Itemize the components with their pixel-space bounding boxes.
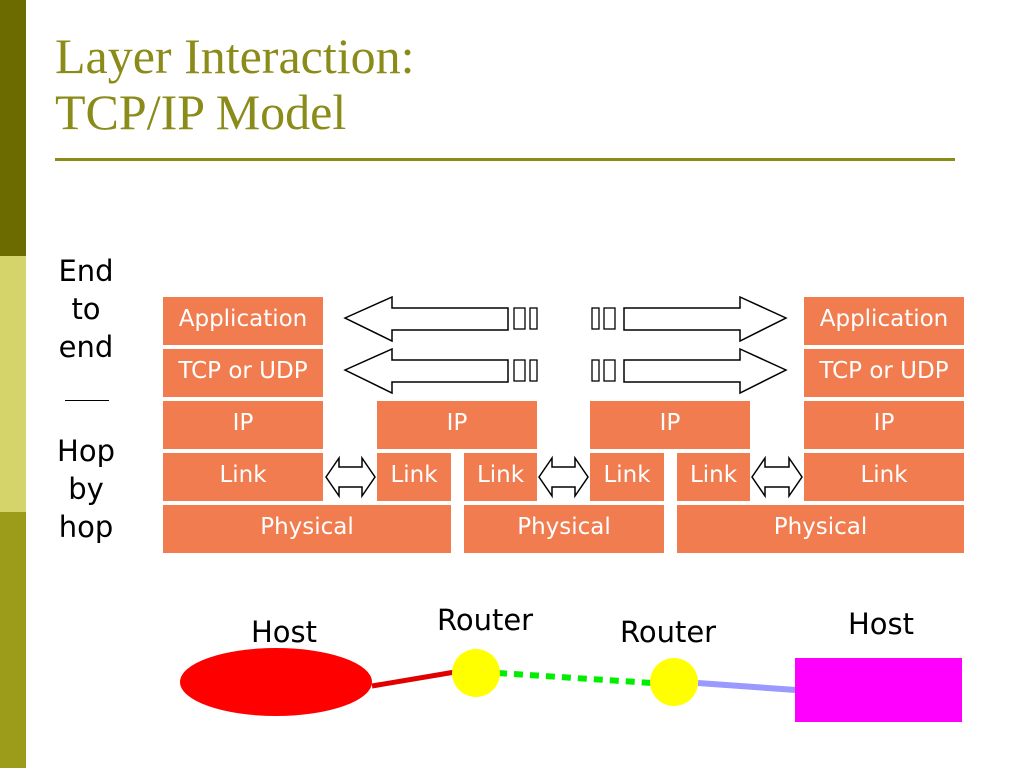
right-host-label: Host — [848, 607, 915, 641]
gap-marker-tcp-right — [591, 359, 616, 382]
router1-label: Router — [437, 603, 534, 637]
right-ip-layer: IP — [804, 401, 964, 449]
green-dotted-link — [497, 670, 653, 686]
left-link-layer: Link — [163, 453, 323, 501]
link-arrow-host-router1 — [325, 455, 376, 499]
router2-link-right: Link — [677, 453, 750, 501]
transport-arrow-right — [623, 347, 788, 395]
right-host-node — [795, 658, 962, 722]
slide-title: Layer Interaction: TCP/IP Model — [55, 28, 415, 140]
sidebar-band-mid — [0, 512, 26, 768]
sidebar-band-dark — [0, 0, 26, 256]
router2-link-left: Link — [590, 453, 664, 501]
title-underline — [55, 158, 955, 161]
application-arrow-right — [623, 295, 788, 343]
sidebar-band-light — [0, 256, 26, 512]
right-application-layer: Application — [804, 297, 964, 345]
right-link-layer: Link — [804, 453, 964, 501]
gap-marker-app-left — [513, 307, 538, 330]
left-transport-layer: TCP or UDP — [163, 349, 323, 397]
router2-ip-layer: IP — [590, 401, 750, 449]
link-arrow-router2-host — [751, 455, 803, 499]
left-host-label: Host — [251, 615, 318, 649]
red-link — [371, 669, 456, 689]
right-physical-layer: Physical — [677, 505, 964, 553]
hop-by-hop-label: Hop by hop — [57, 434, 115, 544]
gap-marker-tcp-left — [513, 359, 538, 382]
router2-label: Router — [620, 615, 717, 649]
middle-physical-layer: Physical — [464, 505, 664, 553]
router1-link-right: Link — [464, 453, 537, 501]
left-application-layer: Application — [163, 297, 323, 345]
router2-node — [650, 658, 698, 706]
router1-node — [452, 649, 500, 697]
end-to-end-label: End to end — [58, 254, 114, 364]
gap-marker-app-right — [591, 307, 616, 330]
label-divider — [65, 400, 109, 401]
left-physical-layer: Physical — [163, 505, 451, 553]
link-arrow-router1-router2 — [538, 455, 589, 499]
blue-link — [697, 680, 797, 693]
slide-title-line2: TCP/IP Model — [55, 84, 347, 140]
transport-arrow-left — [343, 347, 509, 395]
left-host-node — [180, 648, 372, 716]
left-ip-layer: IP — [163, 401, 323, 449]
router1-ip-layer: IP — [377, 401, 537, 449]
router1-link-left: Link — [377, 453, 451, 501]
application-arrow-left — [343, 295, 509, 343]
slide-title-line1: Layer Interaction: — [55, 28, 415, 84]
right-transport-layer: TCP or UDP — [804, 349, 964, 397]
